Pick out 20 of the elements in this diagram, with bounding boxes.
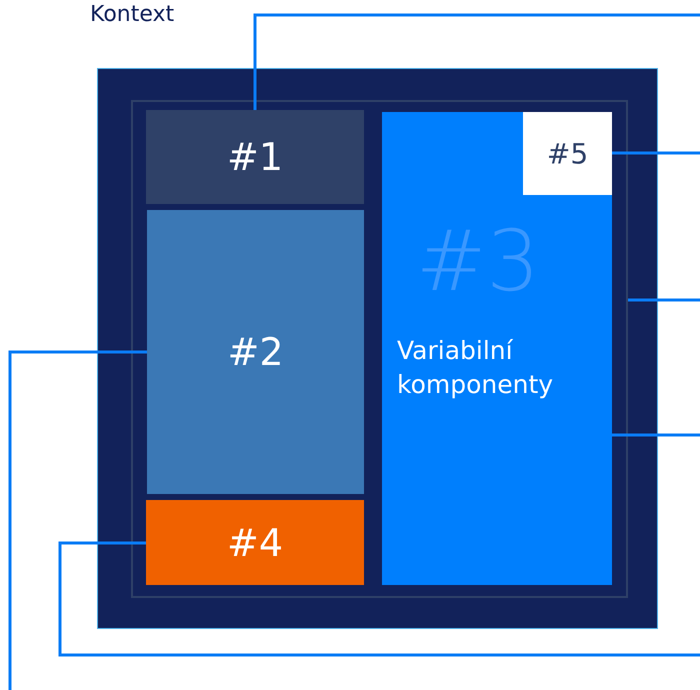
block [147, 210, 364, 494]
caption-text: Variabilní komponenty [397, 335, 554, 401]
section-number: #2 [227, 330, 284, 374]
corner-block [523, 112, 612, 195]
section-number: #5 [546, 137, 588, 170]
section-number: #1 [226, 135, 284, 179]
block [146, 500, 364, 585]
context-label: Kontext [90, 2, 174, 27]
leader-line [612, 152, 700, 154]
leader-line [58, 542, 700, 656]
dark-frame [97, 68, 658, 629]
leader-line [628, 298, 700, 302]
leader-line [612, 434, 700, 436]
leader-line [254, 14, 700, 110]
section-number: #4 [226, 520, 284, 564]
tall-block [382, 112, 612, 585]
section-number: #3 [416, 212, 540, 310]
frame-border [131, 100, 628, 598]
block [146, 110, 364, 204]
leader-line [8, 350, 147, 690]
